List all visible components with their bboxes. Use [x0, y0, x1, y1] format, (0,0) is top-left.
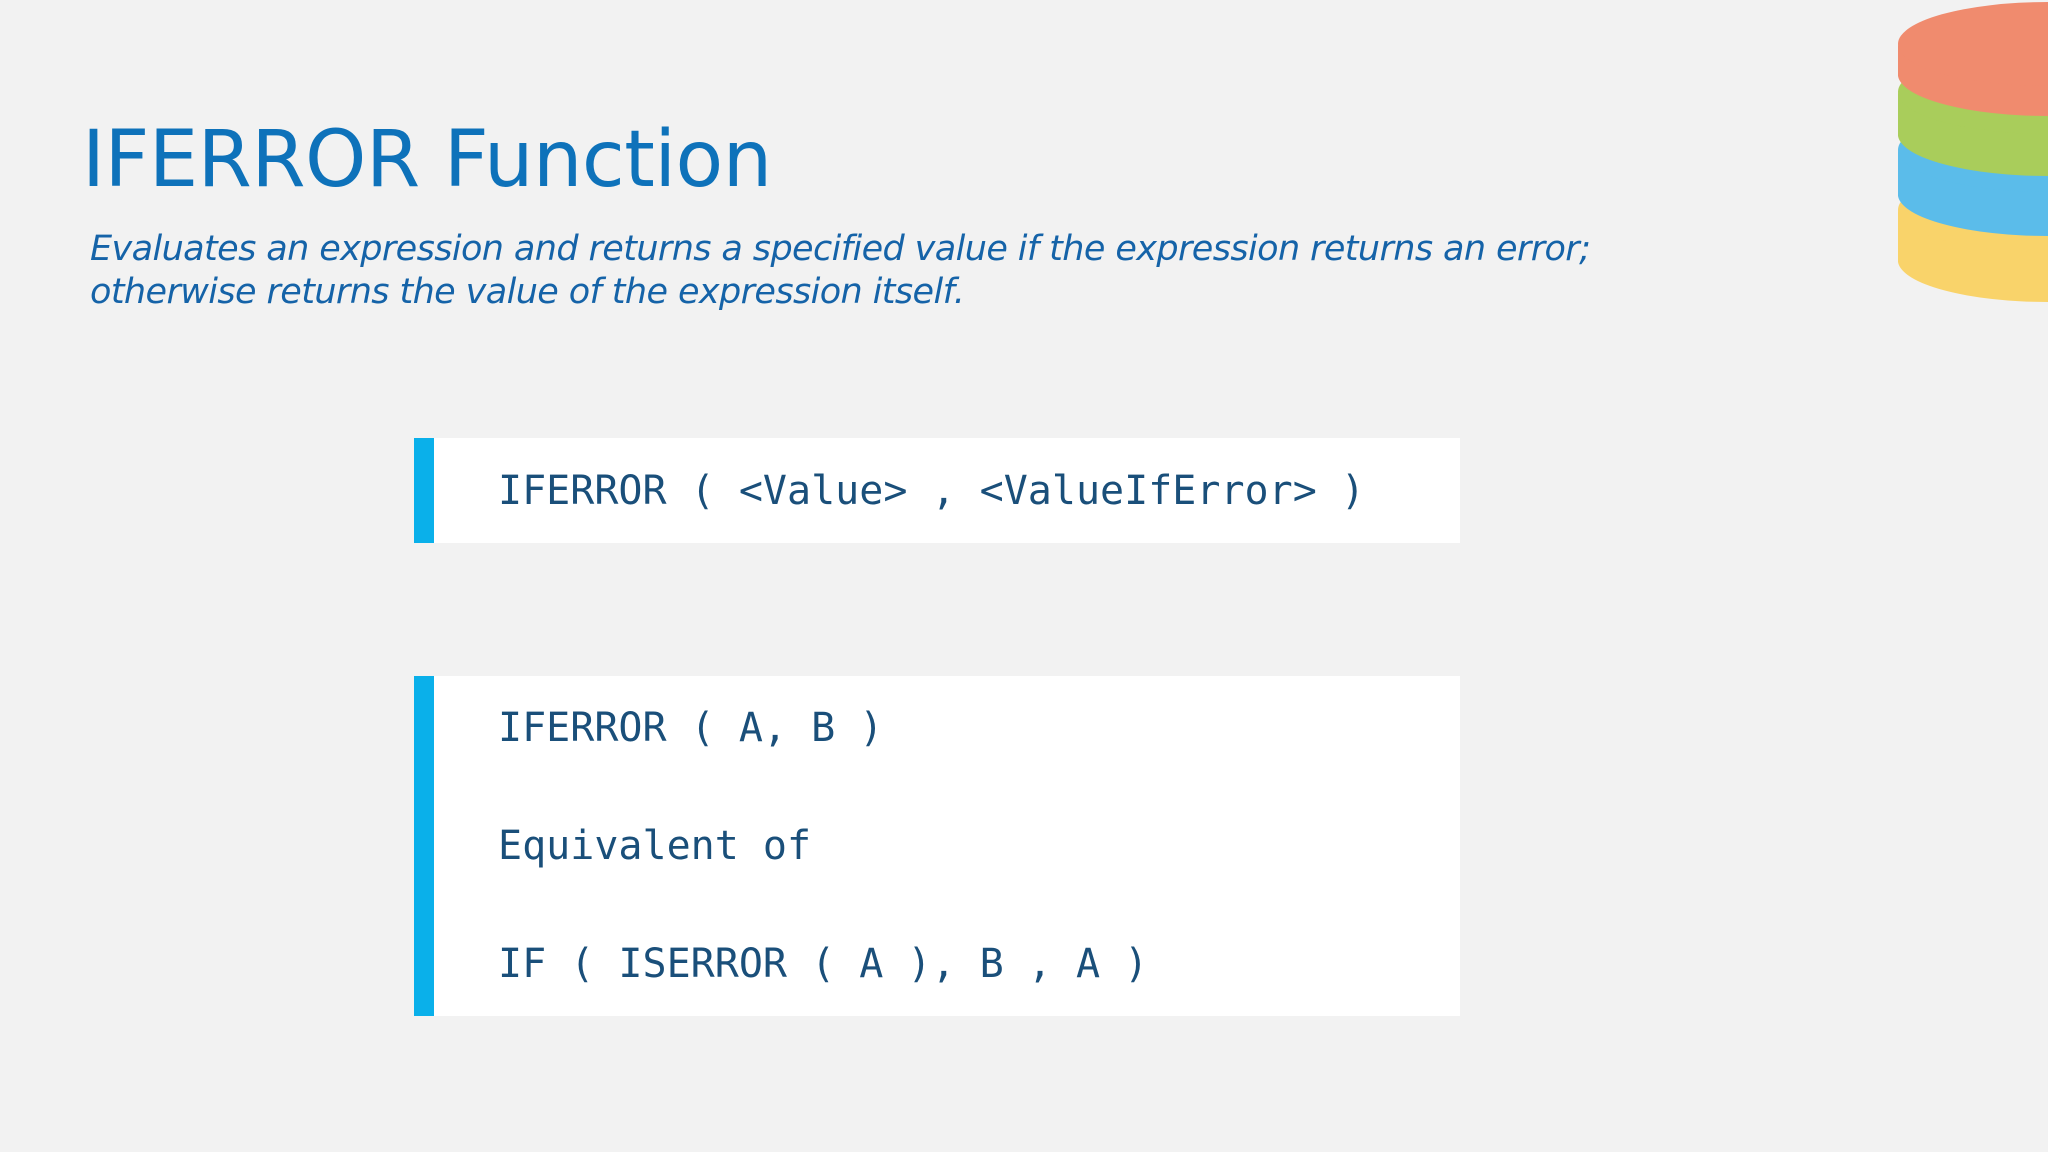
example-line-2: Equivalent of — [498, 823, 812, 869]
example-line-1: IFERROR ( A, B ) — [498, 705, 884, 751]
example-code-box: IFERROR ( A, B ) Equivalent of IF ( ISER… — [414, 676, 1460, 1016]
syntax-code-box: IFERROR ( <Value> , <ValueIfError> ) — [414, 438, 1460, 543]
subtitle-line-1: Evaluates an expression and returns a sp… — [90, 229, 1591, 269]
subtitle-line-2: otherwise returns the value of the expre… — [90, 272, 965, 312]
syntax-line: IFERROR ( <Value> , <ValueIfError> ) — [498, 468, 1365, 514]
slide-title: IFERROR Function — [82, 115, 772, 205]
stacked-disks-logo-icon — [1898, 2, 2048, 303]
slide-subtitle: Evaluates an expression and returns a sp… — [90, 228, 1690, 314]
example-line-3: IF ( ISERROR ( A ), B , A ) — [498, 941, 1149, 987]
syntax-accent-bar — [414, 438, 434, 543]
example-accent-bar — [414, 676, 434, 1016]
